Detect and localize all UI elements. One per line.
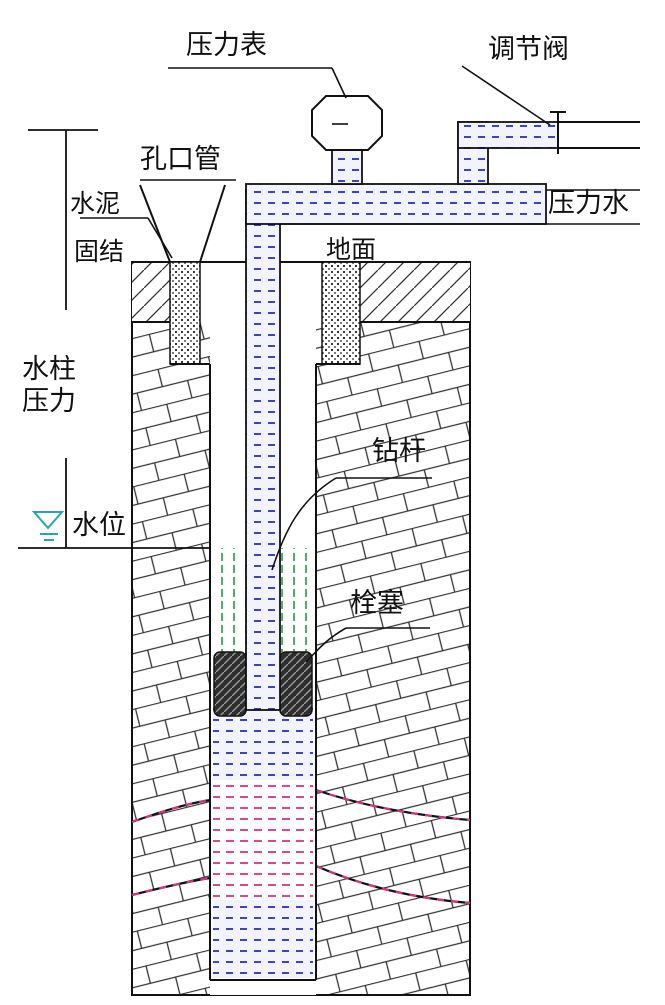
leader-lines [80, 65, 551, 663]
label-grouting: 固结 [74, 237, 124, 266]
pressure-gauge-icon [311, 95, 383, 151]
valve-branch-pipe [457, 121, 559, 149]
label-cement: 水泥 [70, 189, 120, 218]
label-drill-rod: 钻杆 [372, 436, 426, 467]
label-casing-pipe: 孔口管 [140, 144, 221, 175]
water-column-dimension [18, 129, 210, 549]
pressure-water-feed [280, 189, 640, 225]
label-water-column-1: 水柱 [22, 354, 76, 385]
label-pressure-gauge: 压力表 [186, 30, 267, 61]
label-packer: 栓塞 [350, 588, 404, 619]
water-pipes [245, 121, 559, 711]
rock-fractures [131, 788, 471, 905]
borehole-walls [170, 363, 360, 981]
label-ground: 地面 [326, 235, 376, 264]
packer [213, 651, 313, 717]
rock-left [132, 322, 210, 995]
water-level-icon [31, 511, 65, 541]
label-water-column-2: 压力 [22, 386, 76, 417]
main-horizontal-pipe [245, 183, 547, 225]
gauge-riser-pipe [331, 149, 363, 185]
hole-bottom-water [213, 900, 313, 978]
casing-funnel [139, 184, 226, 263]
water-below-packer [213, 708, 313, 780]
drill-rod-pipe [245, 189, 281, 711]
rock-mass [131, 261, 471, 996]
rock-right [316, 322, 470, 995]
label-water-level: 水位 [72, 510, 126, 541]
label-pressure-water: 压力水 [548, 188, 629, 219]
control-valve-icon [550, 111, 640, 154]
label-control-valve: 调节阀 [488, 34, 569, 65]
soil-layer [132, 261, 470, 323]
test-section [213, 780, 313, 900]
